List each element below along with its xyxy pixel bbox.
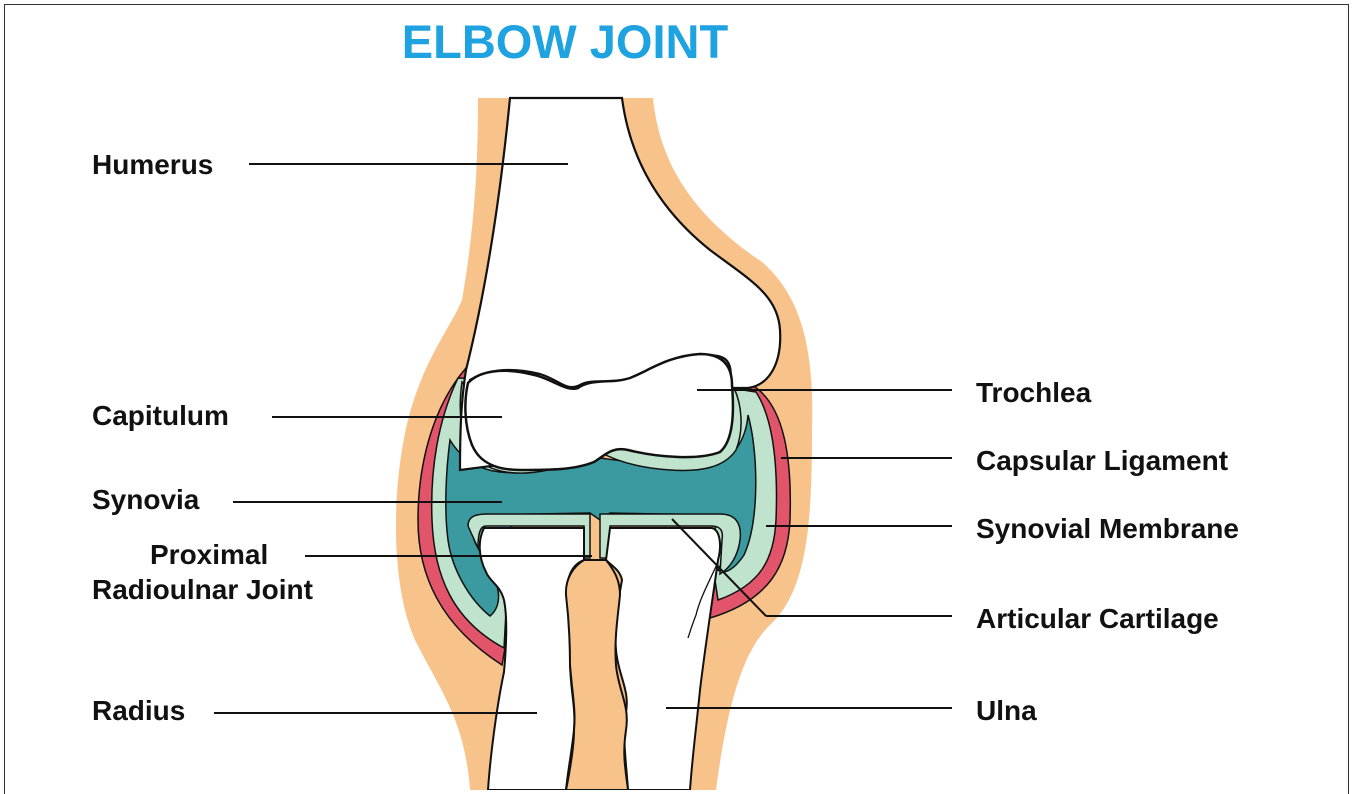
label-ulna: Ulna	[976, 693, 1037, 728]
label-proximal: Proximal	[150, 537, 268, 572]
label-synovia: Synovia	[92, 482, 199, 517]
label-capsular-ligament: Capsular Ligament	[976, 443, 1228, 478]
label-trochlea: Trochlea	[976, 375, 1091, 410]
label-articular-cartilage: Articular Cartilage	[976, 601, 1219, 636]
label-humerus: Humerus	[92, 147, 213, 182]
label-radius: Radius	[92, 693, 185, 728]
label-capitulum: Capitulum	[92, 398, 229, 433]
label-radioulnar-joint: Radioulnar Joint	[92, 572, 313, 607]
label-synovial-membrane: Synovial Membrane	[976, 511, 1239, 546]
